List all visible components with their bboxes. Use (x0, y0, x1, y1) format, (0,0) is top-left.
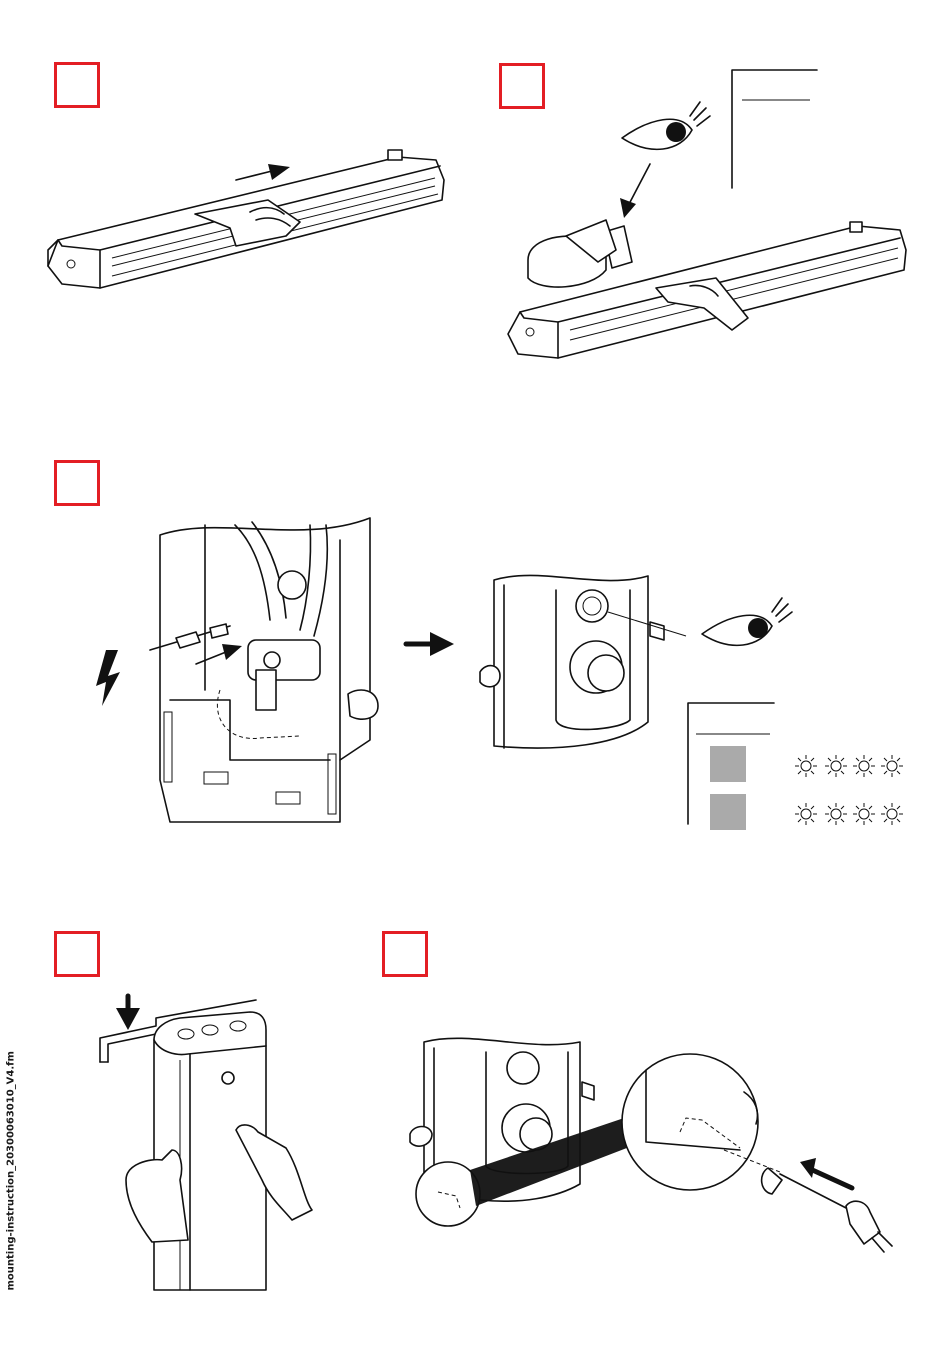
step-3-internals-illustration (96, 518, 378, 822)
step-5-illustration (410, 1038, 892, 1252)
eye-icon (622, 102, 710, 149)
eye-icon (702, 598, 792, 645)
led-square (710, 746, 746, 782)
arrow-right-icon (406, 632, 454, 656)
lightning-icon (96, 650, 120, 706)
led-square (710, 794, 746, 830)
down-arrow-icon (116, 996, 140, 1030)
led-blink-icon (795, 755, 903, 777)
step-1-illustration (48, 150, 444, 288)
led-blink-icon (795, 803, 903, 825)
arrow-right-icon (236, 164, 290, 180)
step-3-front-illustration (480, 575, 792, 830)
spray-bottle-icon (528, 220, 632, 287)
step-4-illustration (100, 996, 312, 1290)
step-2-illustration (508, 70, 906, 358)
